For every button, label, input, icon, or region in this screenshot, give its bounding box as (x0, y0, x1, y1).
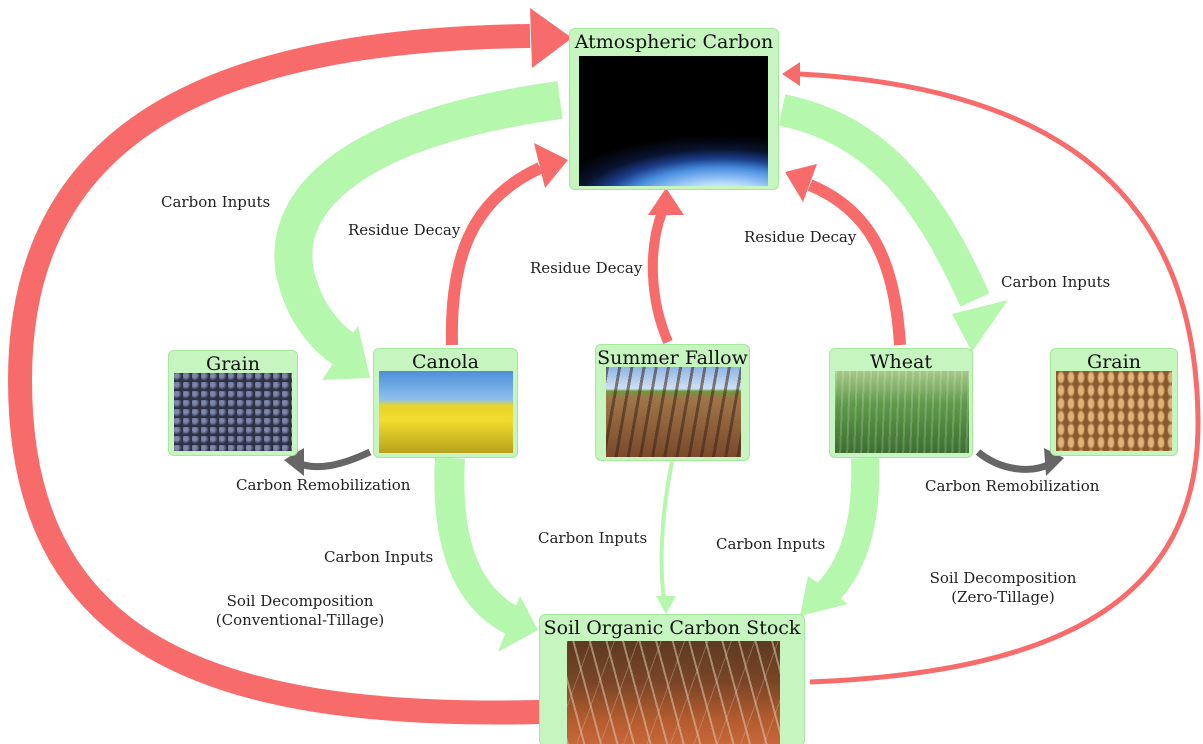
carbon-inputs-canola-soil-arrowhead (498, 596, 538, 652)
grain-right-node: Grain (1050, 348, 1178, 456)
residue-decay-wheat-arrowhead (785, 164, 817, 202)
soil-decomposition-conventional-arrowhead (530, 8, 572, 68)
carbon-inputs-wheat-soil-arrow (815, 457, 880, 604)
carbon-inputs-wheat-soil-arrowhead (800, 576, 848, 616)
canola-node: Canola (373, 348, 518, 458)
remobilization-left-arrowhead (284, 448, 304, 476)
residue-decay-label-wheat: Residue Decay (744, 228, 857, 246)
soil-decomposition-zero-arrow (799, 71, 1201, 685)
grain-right-title: Grain (1087, 351, 1141, 373)
soil-decomposition-zero-line1: Soil Decomposition (929, 569, 1077, 587)
canola-seed-image (174, 373, 292, 451)
canola-title: Canola (412, 351, 479, 373)
remobilization-right-arrow (975, 449, 1052, 473)
carbon-inputs-label-right: Carbon Inputs (1001, 273, 1111, 291)
residue-decay-wheat-arrow (807, 179, 906, 346)
grain-left-node: Grain (168, 350, 298, 456)
soil-decomposition-zero-label: Soil Decomposition (Zero-Tillage) (918, 569, 1088, 607)
residue-decay-label-fallow: Residue Decay (530, 259, 643, 277)
carbon-inputs-fallow-arrow (659, 461, 674, 601)
soil-decomposition-conventional-line1: Soil Decomposition (226, 592, 374, 610)
residue-decay-canola-arrowhead (534, 143, 568, 188)
carbon-inputs-canola-arrow (274, 81, 563, 366)
wheat-field-image (835, 371, 969, 453)
carbon-remobilization-label-left: Carbon Remobilization (236, 476, 411, 494)
fallow-field-image (606, 367, 741, 457)
wheat-grain-image (1056, 371, 1172, 451)
soil-roots-image (567, 641, 780, 744)
carbon-inputs-label-fallow: Carbon Inputs (538, 529, 648, 547)
soil-decomposition-conventional-arrow (7, 24, 541, 725)
carbon-inputs-canola-arrowhead (322, 326, 370, 380)
carbon-remobilization-label-right: Carbon Remobilization (925, 477, 1100, 495)
wheat-node: Wheat (829, 348, 973, 458)
canola-field-image (379, 371, 513, 453)
carbon-inputs-wheat-arrow (778, 94, 990, 307)
soil-decomposition-zero-arrowhead (782, 62, 800, 86)
wheat-title: Wheat (870, 351, 932, 373)
carbon-inputs-label-wheat: Carbon Inputs (716, 535, 826, 553)
residue-decay-fallow-arrow (647, 210, 673, 344)
soil-organic-carbon-node: Soil Organic Carbon Stock (539, 614, 805, 744)
summer-fallow-title: Summer Fallow (597, 347, 748, 369)
carbon-inputs-fallow-arrowhead (656, 596, 676, 614)
remobilization-right-arrowhead (1044, 448, 1064, 476)
carbon-inputs-label-left: Carbon Inputs (161, 193, 271, 211)
residue-decay-fallow-arrowhead (648, 188, 684, 215)
carbon-inputs-wheat-arrowhead (952, 300, 1008, 352)
summer-fallow-node: Summer Fallow (595, 344, 750, 461)
earth-atmosphere-image (579, 56, 768, 186)
atmospheric-carbon-title: Atmospheric Carbon (574, 31, 774, 53)
remobilization-left-arrow (298, 448, 372, 471)
soil-decomposition-zero-line2: (Zero-Tillage) (951, 588, 1055, 606)
soil-decomposition-conventional-label: Soil Decomposition (Conventional-Tillage… (205, 592, 395, 630)
residue-decay-canola-arrow (445, 162, 543, 346)
soil-decomposition-conventional-line2: (Conventional-Tillage) (215, 611, 385, 629)
atmospheric-carbon-node: Atmospheric Carbon (569, 28, 779, 190)
soil-organic-carbon-title: Soil Organic Carbon Stock (543, 617, 801, 639)
grain-left-title: Grain (206, 353, 260, 375)
residue-decay-label-canola: Residue Decay (348, 221, 461, 239)
carbon-inputs-label-canola: Carbon Inputs (324, 548, 434, 566)
carbon-inputs-canola-soil-arrow (434, 457, 523, 636)
